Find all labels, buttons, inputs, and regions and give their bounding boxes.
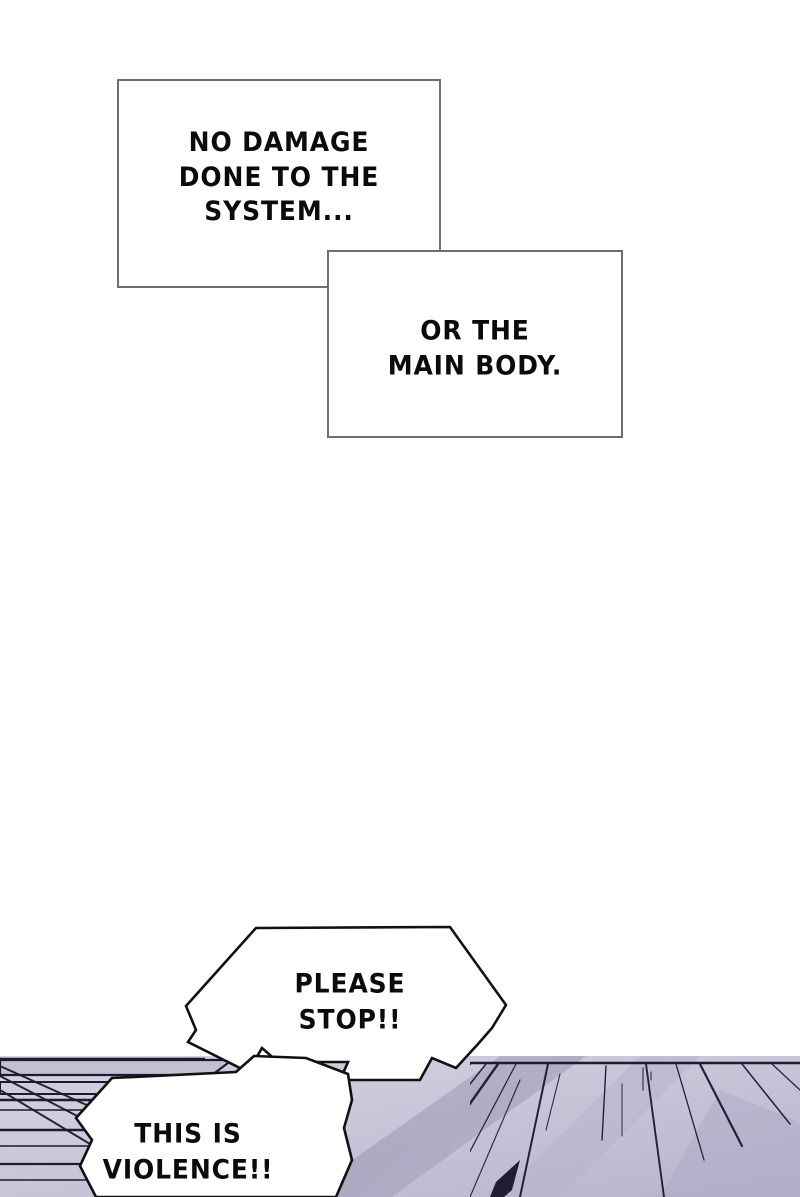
speech-bubble-this-is-violence-text: THIS IS VIOLENCE!! (102, 1118, 274, 1185)
bubble-seam-mask (330, 252, 438, 285)
speech-bubble-main-body-text: OR THE MAIN BODY. (387, 314, 563, 381)
speech-bubble-no-damage-text: NO DAMAGE DONE TO THE SYSTEM... (178, 126, 380, 227)
speech-bubble-please-stop-text: PLEASE STOP!! (294, 968, 406, 1035)
